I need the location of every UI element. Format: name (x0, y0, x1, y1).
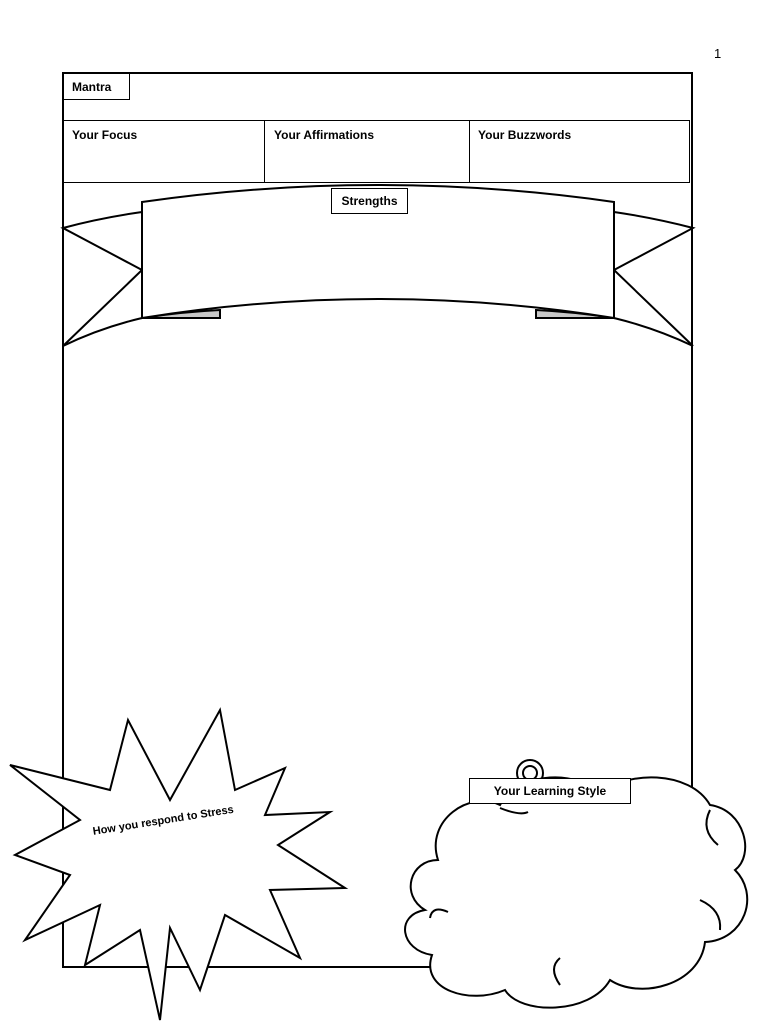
your-focus-cell[interactable]: Your Focus (64, 121, 265, 182)
ribbon-banner-icon (60, 184, 696, 347)
focus-row: Your Focus Your Affirmations Your Buzzwo… (63, 120, 690, 183)
your-buzzwords-cell[interactable]: Your Buzzwords (470, 121, 689, 182)
your-affirmations-label: Your Affirmations (274, 128, 375, 142)
mantra-label: Mantra (63, 73, 130, 100)
strengths-label: Strengths (331, 188, 408, 214)
your-affirmations-cell[interactable]: Your Affirmations (265, 121, 470, 182)
learning-style-label: Your Learning Style (469, 778, 631, 804)
starburst-icon (9, 707, 349, 1021)
your-buzzwords-label: Your Buzzwords (478, 128, 572, 142)
cloud-icon (404, 776, 749, 1009)
page-number: 1 (714, 46, 722, 61)
your-focus-label: Your Focus (72, 128, 138, 142)
